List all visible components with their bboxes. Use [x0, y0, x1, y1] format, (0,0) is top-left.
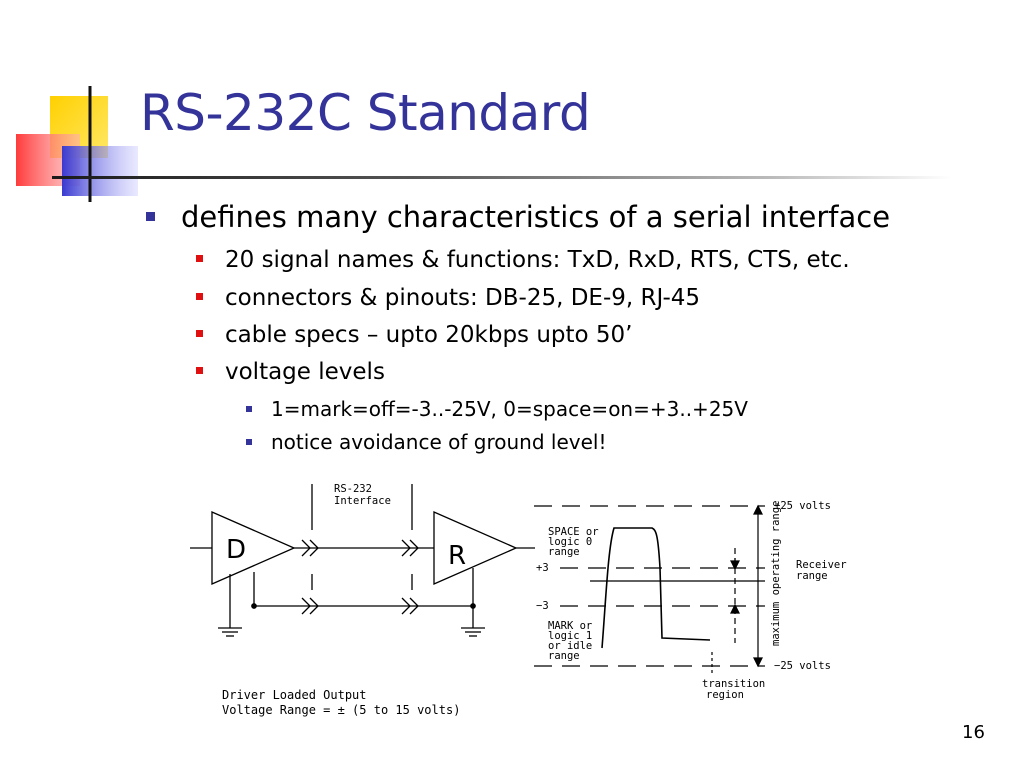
- bullet-marker: [246, 406, 252, 412]
- caption-line-2: Voltage Range = ± (5 to 15 volts): [222, 703, 460, 717]
- driver-receiver-circuit: [190, 484, 535, 637]
- plus25-label: +25 volts: [774, 500, 831, 512]
- mark-label-3: or idle: [548, 640, 592, 652]
- bullet-marker: [246, 439, 252, 445]
- driver-triangle: [211, 511, 296, 585]
- bullet-marker: [196, 255, 203, 262]
- bullet-marker: [196, 293, 203, 300]
- space-label-2: logic 0: [548, 536, 592, 548]
- mark-label-1: MARK or: [548, 620, 592, 632]
- minus3-label: −3: [536, 600, 549, 612]
- space-label-1: SPACE or: [548, 526, 599, 538]
- bullet-subsub-2: notice avoidance of ground level!: [246, 430, 606, 454]
- title-rule: [52, 176, 952, 179]
- bullet-text: cable specs – upto 20kbps upto 50’: [225, 322, 633, 348]
- rs232-label: RS-232: [334, 483, 372, 495]
- receiver-triangle: [433, 511, 518, 585]
- mark-label-4: range: [548, 650, 580, 662]
- bullet-sub-2: connectors & pinouts: DB-25, DE-9, RJ-45: [196, 285, 700, 311]
- receiver-letter: R: [448, 541, 466, 571]
- bullet-text: voltage levels: [225, 359, 385, 385]
- transition-label-1: transition: [702, 678, 765, 690]
- bullet-text: connectors & pinouts: DB-25, DE-9, RJ-45: [225, 285, 701, 311]
- plus3-label: +3: [536, 562, 549, 574]
- space-label-3: range: [548, 546, 580, 558]
- bullet-marker: [196, 330, 203, 337]
- bullet-text: notice avoidance of ground level!: [271, 430, 607, 454]
- bullet-marker: [196, 367, 203, 374]
- bullet-sub-1: 20 signal names & functions: TxD, RxD, R…: [196, 247, 850, 273]
- receiver-range-label-2: range: [796, 570, 828, 582]
- rs232-figure: RS-232 Interface D R Driver Loaded Outpu…: [190, 483, 847, 717]
- bullet-sub-3: cable specs – upto 20kbps upto 50’: [196, 322, 633, 348]
- bullet-sub-4: voltage levels: [196, 359, 385, 385]
- mark-label-2: logic 1: [548, 630, 592, 642]
- bullet-subsub-1: 1=mark=off=-3..-25V, 0=space=on=+3..+25V: [246, 397, 748, 421]
- slide-title: RS-232C Standard: [140, 84, 591, 142]
- bullet-main: defines many characteristics of a serial…: [146, 200, 890, 234]
- max-range-label: maximum operating range: [770, 501, 782, 646]
- driver-letter: D: [226, 535, 246, 565]
- interface-label: Interface: [334, 495, 391, 507]
- receiver-range-label-1: Receiver: [796, 559, 847, 571]
- bullet-text: defines many characteristics of a serial…: [181, 200, 891, 234]
- corner-decoration: [16, 86, 138, 202]
- transition-label-2: region: [706, 689, 744, 701]
- bullet-text: 1=mark=off=-3..-25V, 0=space=on=+3..+25V: [271, 397, 748, 421]
- bullet-text: 20 signal names & functions: TxD, RxD, R…: [225, 247, 850, 273]
- signal-waveform: [601, 527, 711, 649]
- bullet-marker: [146, 212, 155, 221]
- page-number: 16: [962, 722, 985, 743]
- caption-line-1: Driver Loaded Output: [222, 688, 367, 702]
- voltage-level-diagram: [534, 504, 765, 674]
- minus25-label: −25 volts: [774, 660, 831, 672]
- blue-square: [62, 146, 138, 196]
